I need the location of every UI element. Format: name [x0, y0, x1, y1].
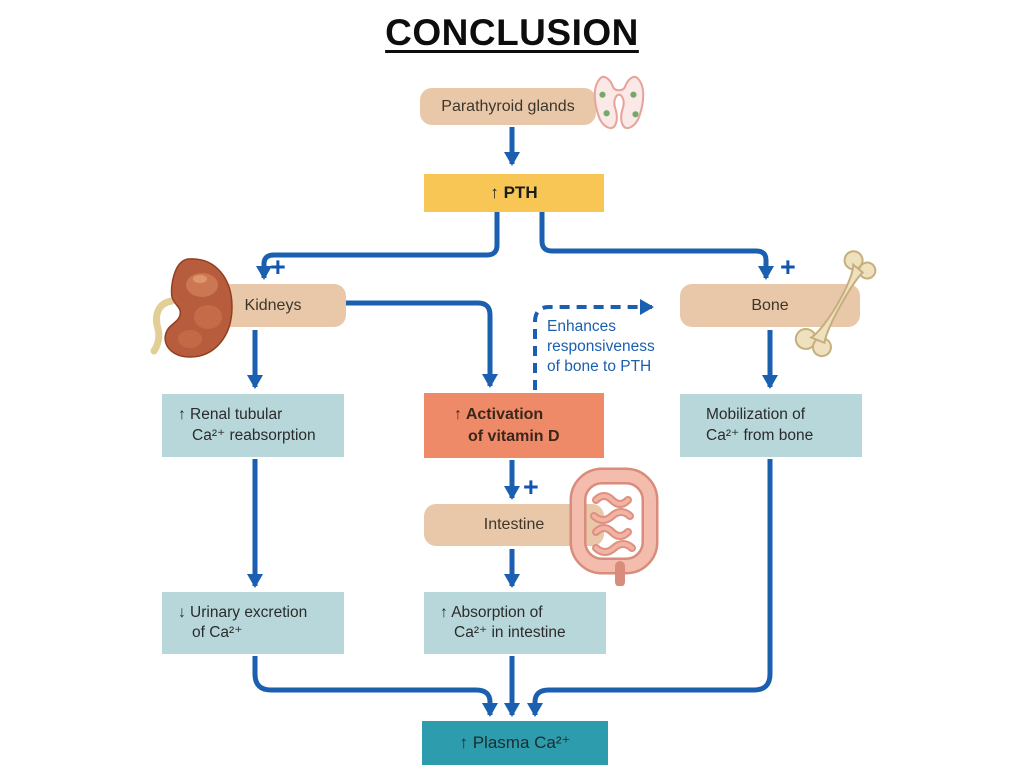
arrow-mobilization-to-plasma — [527, 459, 773, 717]
absorption-line1: ↑ Absorption of — [440, 603, 543, 621]
renal-line2: Ca²⁺ reabsorption — [192, 426, 316, 444]
node-kidneys-label: Kidneys — [244, 296, 302, 314]
large-intestine-icon — [569, 467, 659, 586]
urinary-line2: of Ca²⁺ — [192, 624, 243, 641]
node-pth-label: ↑ PTH — [490, 183, 538, 202]
node-parathyroid-glands-label: Parathyroid glands — [441, 97, 575, 115]
node-urinary-excretion: ↓ Urinary excretion of Ca²⁺ — [162, 592, 344, 654]
plus-sign-kidneys: + — [270, 252, 286, 282]
bone-icon — [794, 250, 877, 358]
node-bone-label: Bone — [751, 296, 789, 314]
node-intestine-label: Intestine — [483, 516, 545, 533]
vitamin-d-line1: ↑ Activation — [454, 406, 544, 424]
enhances-line3: of bone to PTH — [547, 357, 652, 375]
arrow-urinary-to-plasma — [252, 656, 498, 717]
enhances-line2: responsiveness — [547, 337, 655, 355]
node-activation-vitamin-d: ↑ Activation of vitamin D — [424, 393, 604, 458]
kidney-icon — [150, 258, 233, 358]
plus-sign-intestine: + — [523, 472, 539, 502]
arrow-kidneys-to-vitamin-d — [346, 300, 498, 388]
mobilization-line2: Ca²⁺ from bone — [706, 426, 814, 444]
vitamin-d-line2: of vitamin D — [468, 427, 560, 445]
enhances-line1: Enhances — [547, 318, 616, 335]
dashed-arrow-vitamin-d-to-bone — [533, 299, 654, 390]
node-mobilization-from-bone: Mobilization of Ca²⁺ from bone — [680, 394, 862, 457]
plus-sign-bone: + — [780, 252, 796, 282]
node-pth: ↑ PTH — [424, 174, 604, 212]
node-absorption-in-intestine: ↑ Absorption of Ca²⁺ in intestine — [424, 592, 606, 654]
renal-line1: ↑ Renal tubular — [178, 406, 283, 424]
thyroid-gland-icon — [593, 75, 645, 130]
node-renal-tubular-reabsorption: ↑ Renal tubular Ca²⁺ reabsorption — [162, 394, 344, 457]
urinary-line1: ↓ Urinary excretion — [178, 603, 308, 621]
arrow-pth-to-kidneys — [256, 212, 500, 280]
mobilization-line1: Mobilization of — [706, 406, 806, 424]
page-title: CONCLUSION — [385, 12, 639, 53]
node-plasma-calcium-label: ↑ Plasma Ca²⁺ — [459, 733, 571, 752]
node-plasma-calcium: ↑ Plasma Ca²⁺ — [422, 721, 608, 765]
enhances-annotation: Enhances responsiveness of bone to PTH — [547, 317, 697, 376]
node-parathyroid-glands: Parathyroid glands — [420, 88, 596, 125]
arrow-pth-to-bone — [539, 212, 774, 280]
absorption-line2: Ca²⁺ in intestine — [454, 624, 566, 641]
